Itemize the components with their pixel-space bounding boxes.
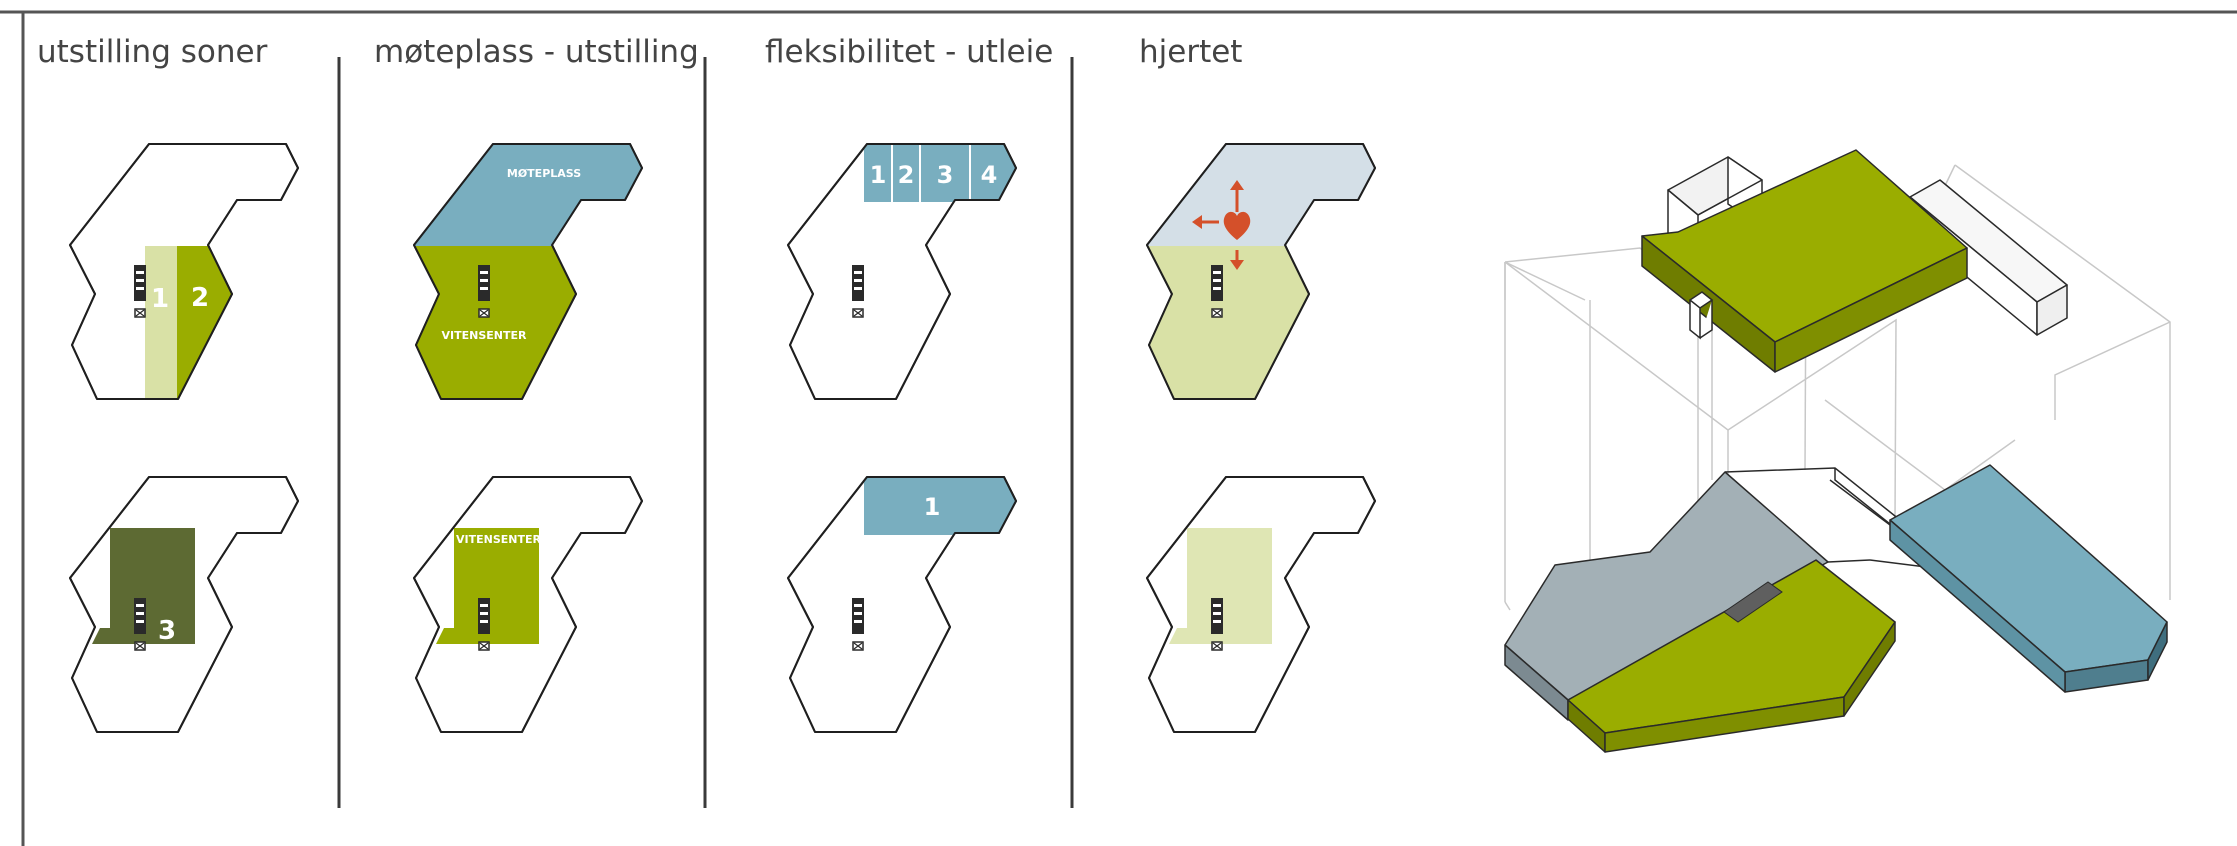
plan-col3-top: 1 2 3 4 (787, 143, 1017, 400)
plan-col3-bottom: 1 (787, 476, 1017, 733)
heading-utstilling-soner: utstilling soner (37, 34, 268, 70)
stair-core (1723, 581, 1783, 623)
heading-moteplass-utstilling: møteplass - utstilling (374, 34, 699, 70)
elevator-stair-icon (1210, 264, 1224, 318)
room-label-1: 1 (924, 493, 941, 521)
upper-slab (1641, 149, 1968, 373)
heading-hjertet: hjertet (1139, 34, 1242, 70)
plan-col2-bottom: VITENSENTER (413, 476, 643, 733)
label-vitensenter-top: VITENSENTER (442, 329, 527, 342)
elevator-stair-icon (851, 264, 865, 318)
direction-arrows-icon (1192, 180, 1244, 270)
axonometric-model (1504, 149, 2171, 753)
elevator-stair-icon (133, 597, 147, 651)
heart-icon (1223, 211, 1251, 240)
room-label-3: 3 (937, 161, 954, 189)
room-label-4: 4 (981, 161, 998, 189)
elevator-stair-icon (477, 597, 491, 651)
zone-label-3: 3 (158, 616, 176, 646)
plan-col1-top: 1 2 (69, 143, 299, 400)
plan-col1-bottom: 3 (69, 476, 299, 733)
room-label-2: 2 (898, 161, 915, 189)
heading-fleksibilitet-utleie: fleksibilitet - utleie (765, 34, 1053, 70)
connector-cube (1688, 291, 1714, 340)
elevator-stair-icon (477, 264, 491, 318)
room-label-1: 1 (870, 161, 887, 189)
label-moteplass: MØTEPLASS (507, 167, 581, 180)
elevator-stair-icon (1210, 597, 1224, 651)
elevator-stair-icon (851, 597, 865, 651)
lower-slab-blue (1889, 464, 2168, 693)
lower-slab-green (1567, 559, 1896, 753)
plan-col4-bottom (1146, 476, 1376, 733)
zone-label-1: 1 (151, 284, 169, 314)
elevator-stair-icon (133, 264, 147, 318)
label-vitensenter-bottom: VITENSENTER (456, 533, 541, 546)
plan-col2-top: MØTEPLASS VITENSENTER (413, 143, 643, 400)
zone-label-2: 2 (191, 283, 209, 313)
plan-col4-top (1146, 143, 1376, 400)
